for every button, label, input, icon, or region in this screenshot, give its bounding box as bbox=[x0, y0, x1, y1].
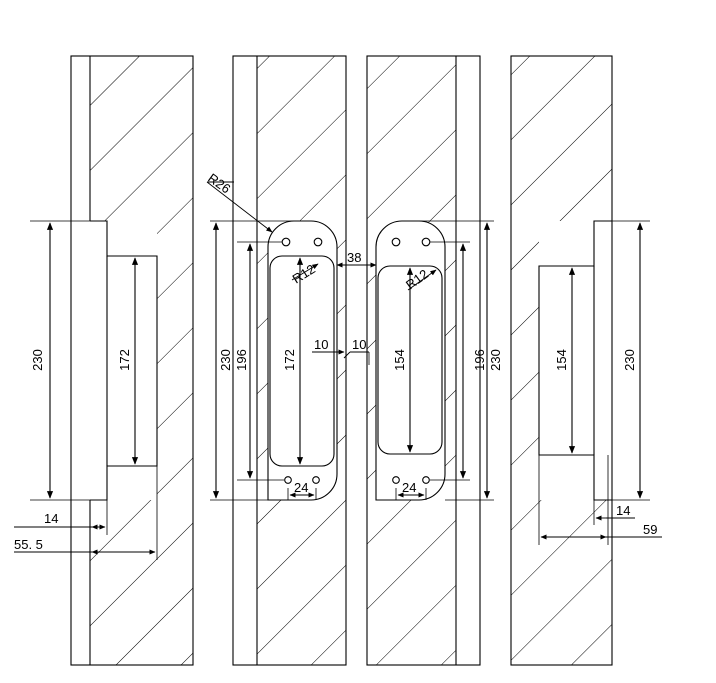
plate-gap-label: 38 bbox=[347, 250, 361, 265]
left-plate-r26-label: R26 bbox=[205, 170, 233, 196]
right-plate-hole-bot-1 bbox=[392, 476, 400, 484]
left-face-label: 14 bbox=[44, 511, 58, 526]
left-plate-hole-top-2 bbox=[313, 237, 323, 247]
left-plate-hole-bot-1 bbox=[284, 476, 292, 484]
left-recess-outline bbox=[90, 220, 158, 501]
left-plate-slot-label: 172 bbox=[282, 349, 297, 371]
right-plate-hole-bot-2 bbox=[422, 476, 430, 484]
left-plate-outline bbox=[267, 220, 338, 501]
right-plate-overall-label: 230 bbox=[488, 349, 503, 371]
left-plate-view bbox=[206, 55, 347, 666]
left-depth-label: 55. 5 bbox=[14, 537, 43, 552]
left-pocket-clear bbox=[90, 221, 157, 500]
right-depth-label: 59 bbox=[643, 522, 657, 537]
left-offset-label: 10 bbox=[314, 337, 328, 352]
right-overall-label: 230 bbox=[622, 349, 637, 371]
right-section-view bbox=[510, 55, 662, 666]
right-plate-holes-label: 196 bbox=[472, 349, 487, 371]
right-plate-r12-leader bbox=[407, 269, 437, 291]
right-plate-spacing-label: 24 bbox=[402, 480, 416, 495]
right-plate-hole-top-2 bbox=[421, 237, 431, 247]
right-plate-view bbox=[366, 55, 494, 666]
right-offset-label: 10 bbox=[352, 337, 366, 352]
right-plate-hole-top-1 bbox=[391, 237, 401, 247]
right-face-label: 14 bbox=[616, 503, 630, 518]
left-plate-hole-top-1 bbox=[281, 237, 291, 247]
left-plate-r12-leader bbox=[291, 263, 319, 281]
left-plate-overall-label: 230 bbox=[218, 349, 233, 371]
left-plate-r26-leader bbox=[206, 181, 273, 233]
left-plate-slot bbox=[269, 255, 335, 467]
right-recess-outline bbox=[538, 220, 612, 501]
left-plate-spacing-label: 24 bbox=[294, 480, 308, 495]
left-plate-hole-bot-2 bbox=[312, 476, 320, 484]
left-overall-label: 230 bbox=[30, 349, 45, 371]
right-plate-slot bbox=[377, 265, 443, 455]
right-plate-frame bbox=[366, 55, 481, 666]
right-plate-slot-label: 154 bbox=[392, 349, 407, 371]
between-plates-dims bbox=[312, 250, 377, 365]
left-pocket-label: 172 bbox=[117, 349, 132, 371]
right-pocket-clear bbox=[539, 221, 612, 500]
left-section-view bbox=[14, 55, 194, 666]
left-plate-holes-label: 196 bbox=[234, 349, 249, 371]
left-door-edge bbox=[70, 55, 194, 666]
right-pocket-label: 154 bbox=[554, 349, 569, 371]
right-door-edge bbox=[510, 55, 613, 666]
